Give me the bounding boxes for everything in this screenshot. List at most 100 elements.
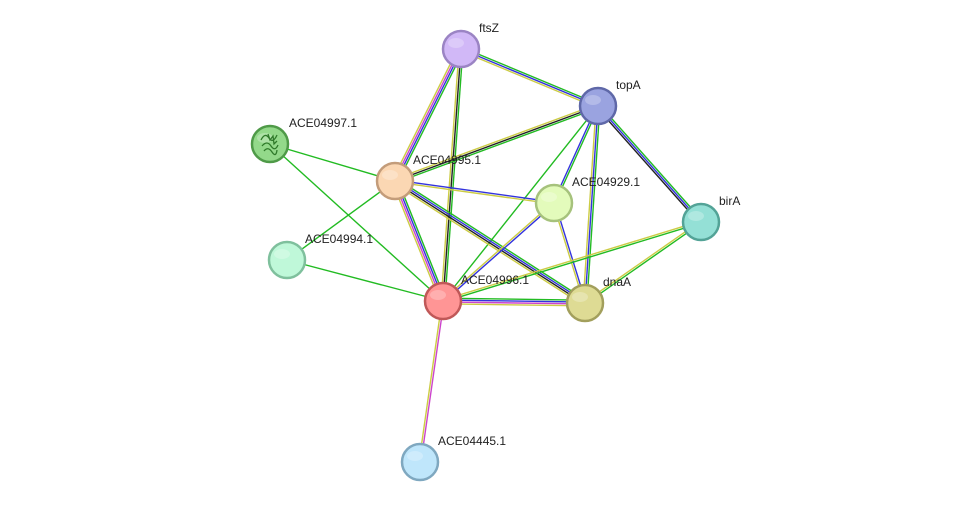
edge-ace04995-1-ace04929-1[interactable] bbox=[394, 179, 555, 205]
edge-strand bbox=[394, 181, 585, 305]
edge-strand bbox=[395, 179, 586, 303]
edge-ftsz-ace04996-1[interactable] bbox=[440, 48, 464, 302]
edge-strand bbox=[393, 181, 443, 302]
edge-strand bbox=[443, 222, 702, 303]
node-circle[interactable] bbox=[423, 281, 463, 321]
edge-strand bbox=[443, 203, 556, 303]
node-highlight bbox=[541, 192, 557, 202]
edge-strand bbox=[597, 105, 702, 223]
node-ace04929-1[interactable]: ACE04929.1 bbox=[534, 175, 640, 223]
edge-strand bbox=[269, 143, 396, 182]
edge-ace04997-1-ace04995-1[interactable] bbox=[269, 143, 396, 182]
edge-ace04995-1-ace04996-1[interactable] bbox=[391, 179, 447, 303]
edge-strand bbox=[395, 180, 445, 301]
edge-strand bbox=[395, 107, 599, 184]
node-circle[interactable] bbox=[565, 283, 605, 323]
node-circle[interactable] bbox=[267, 240, 307, 280]
edge-strand bbox=[394, 181, 554, 205]
edge-strand bbox=[395, 179, 555, 203]
edge-strand bbox=[460, 48, 599, 107]
edge-strand bbox=[442, 105, 599, 302]
edge-topa-ace04996-1[interactable] bbox=[442, 105, 599, 302]
node-ace04996-1[interactable]: ACE04996.1 bbox=[423, 273, 529, 321]
edge-layer bbox=[269, 46, 703, 463]
node-label-ace04929-1: ACE04929.1 bbox=[572, 175, 640, 189]
node-circle[interactable] bbox=[578, 86, 618, 126]
node-highlight bbox=[585, 95, 601, 105]
edge-ace04929-1-ace04996-1[interactable] bbox=[441, 201, 556, 303]
edge-strand bbox=[418, 300, 443, 462]
edge-ftsz-topa[interactable] bbox=[460, 46, 599, 109]
edge-ace04994-1-ace04996-1[interactable] bbox=[286, 259, 444, 302]
node-ace04445-1[interactable]: ACE04445.1 bbox=[400, 434, 506, 482]
node-bira[interactable]: birA bbox=[681, 194, 740, 242]
edge-bira-ace04996-1[interactable] bbox=[442, 220, 702, 303]
node-circle[interactable] bbox=[400, 442, 440, 482]
edge-strand bbox=[394, 105, 599, 182]
edge-strand bbox=[443, 297, 586, 301]
node-ace04997-1[interactable]: ACE04997.1 bbox=[250, 116, 357, 164]
edge-strand bbox=[393, 182, 584, 306]
edge-strand bbox=[286, 180, 396, 261]
node-highlight bbox=[572, 292, 588, 302]
node-topa[interactable]: topA bbox=[578, 78, 641, 126]
edge-strand bbox=[596, 106, 701, 224]
node-label-ace04996-1: ACE04996.1 bbox=[461, 273, 529, 287]
edge-strand bbox=[397, 179, 447, 301]
edge-topa-ace04995-1[interactable] bbox=[394, 103, 599, 184]
node-label-ftsz: ftsZ bbox=[479, 21, 499, 35]
edge-strand bbox=[420, 301, 445, 463]
node-circle[interactable] bbox=[441, 29, 481, 69]
node-highlight bbox=[430, 290, 446, 300]
node-highlight bbox=[257, 133, 273, 143]
edge-ace04996-1-dnaa[interactable] bbox=[442, 297, 586, 307]
edge-strand bbox=[460, 50, 598, 109]
edge-strand bbox=[586, 106, 601, 304]
node-circle[interactable] bbox=[681, 202, 721, 242]
edge-strand bbox=[396, 178, 587, 302]
edge-strand bbox=[598, 104, 703, 222]
edge-strand bbox=[442, 220, 701, 301]
edge-strand bbox=[440, 48, 460, 301]
edge-strand bbox=[269, 143, 444, 302]
edge-bira-dnaa[interactable] bbox=[584, 220, 702, 305]
edge-strand bbox=[286, 259, 444, 302]
edge-ace04995-1-ace04994-1[interactable] bbox=[286, 180, 396, 261]
node-highlight bbox=[407, 451, 423, 461]
edge-strand bbox=[444, 49, 464, 302]
edge-strand bbox=[585, 222, 702, 305]
edge-strand bbox=[442, 48, 462, 302]
edge-strand bbox=[394, 103, 598, 180]
protein-structure-icon bbox=[260, 133, 279, 156]
node-ace04994-1[interactable]: ACE04994.1 bbox=[267, 232, 373, 280]
edge-topa-dnaa[interactable] bbox=[582, 105, 601, 304]
edge-strand bbox=[442, 303, 585, 307]
node-circle[interactable] bbox=[375, 161, 415, 201]
edge-strand bbox=[441, 201, 554, 301]
edge-ace04996-1-ace04445-1[interactable] bbox=[418, 300, 445, 463]
edge-strand bbox=[391, 181, 441, 303]
edge-ace04995-1-dnaa[interactable] bbox=[393, 178, 587, 306]
node-dnaa[interactable]: dnaA bbox=[565, 275, 631, 323]
edge-ace04997-1-ace04996-1[interactable] bbox=[269, 143, 444, 302]
edge-ftsz-ace04995-1[interactable] bbox=[391, 47, 465, 183]
node-highlight bbox=[688, 211, 704, 221]
edge-strand bbox=[443, 299, 586, 303]
node-label-dnaa: dnaA bbox=[603, 275, 631, 289]
node-ftsz[interactable]: ftsZ bbox=[441, 21, 499, 69]
node-highlight bbox=[382, 170, 398, 180]
node-circle[interactable] bbox=[534, 183, 574, 223]
edge-strand bbox=[393, 48, 461, 181]
node-highlight bbox=[448, 38, 464, 48]
node-label-ace04994-1: ACE04994.1 bbox=[305, 232, 373, 246]
node-ace04995-1[interactable]: ACE04995.1 bbox=[375, 153, 481, 201]
node-label-bira: birA bbox=[719, 194, 740, 208]
node-highlight bbox=[274, 249, 290, 259]
edge-topa-bira[interactable] bbox=[596, 104, 703, 224]
node-label-ace04997-1: ACE04997.1 bbox=[289, 116, 357, 130]
edge-strand bbox=[584, 220, 701, 303]
edge-strand bbox=[396, 49, 465, 183]
